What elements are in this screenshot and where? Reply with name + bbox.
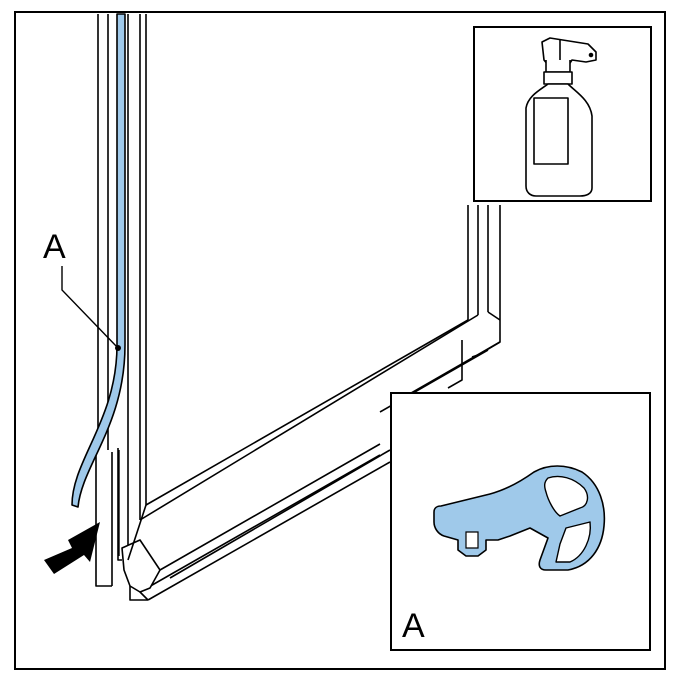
spray-bottle-icon <box>525 37 597 197</box>
arrow-right-icon <box>44 522 100 574</box>
seal-profile-inset: A <box>390 392 651 651</box>
spray-bottle-inset <box>473 26 652 202</box>
seal-profile <box>433 465 606 571</box>
label-a-leader <box>61 266 121 351</box>
detail-label-a: A <box>402 607 425 645</box>
seal-strip-a <box>71 13 126 556</box>
door-frame <box>95 14 501 601</box>
seal-label-a: A <box>43 228 66 266</box>
